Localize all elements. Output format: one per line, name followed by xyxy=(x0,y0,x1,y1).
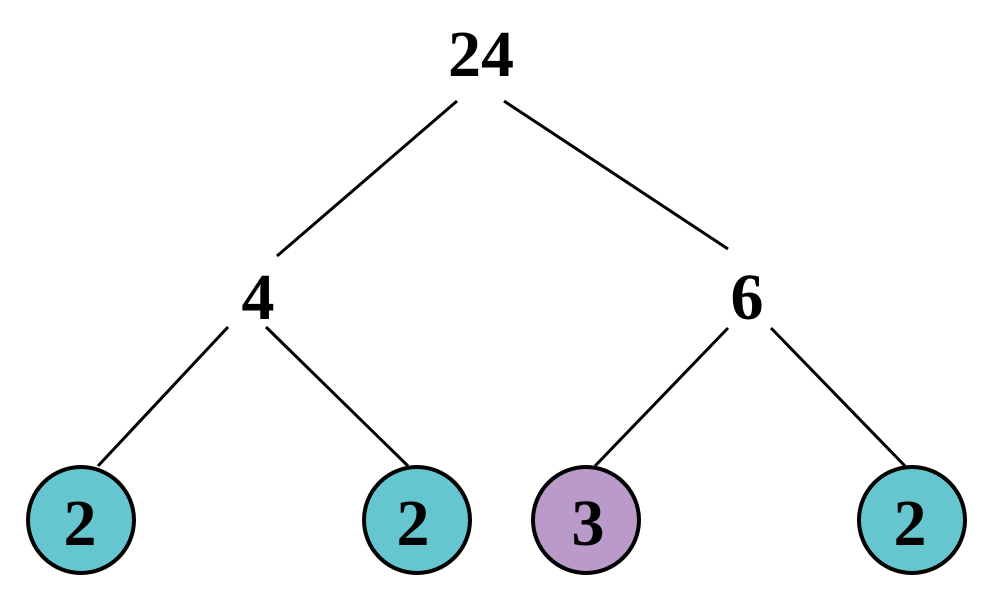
leaf-label: 3 xyxy=(572,487,605,560)
leaf-node: 3 xyxy=(531,465,641,575)
edge-24-4 xyxy=(276,99,458,258)
edge-6-3 xyxy=(593,326,730,468)
leaf-circle-prime-2 xyxy=(857,465,967,575)
edge-4-2a xyxy=(96,325,230,468)
leaf-node: 2 xyxy=(26,465,136,575)
node-6: 6 xyxy=(731,261,764,334)
leaf-node: 2 xyxy=(857,465,967,575)
edge-6-2 xyxy=(769,326,907,468)
root-node: 24 xyxy=(448,18,514,91)
node-4: 4 xyxy=(242,261,275,334)
leaf-circle-prime-2 xyxy=(26,465,136,575)
leaf-label: 2 xyxy=(397,487,430,560)
leaf-circle-prime-2 xyxy=(362,465,472,575)
leaf-label: 2 xyxy=(894,487,927,560)
edge-4-2b xyxy=(264,325,410,468)
leaf-circle-prime-3 xyxy=(531,465,641,575)
leaf-label: 2 xyxy=(64,487,97,560)
leaf-node: 2 xyxy=(362,465,472,575)
edge-24-6 xyxy=(503,99,729,251)
